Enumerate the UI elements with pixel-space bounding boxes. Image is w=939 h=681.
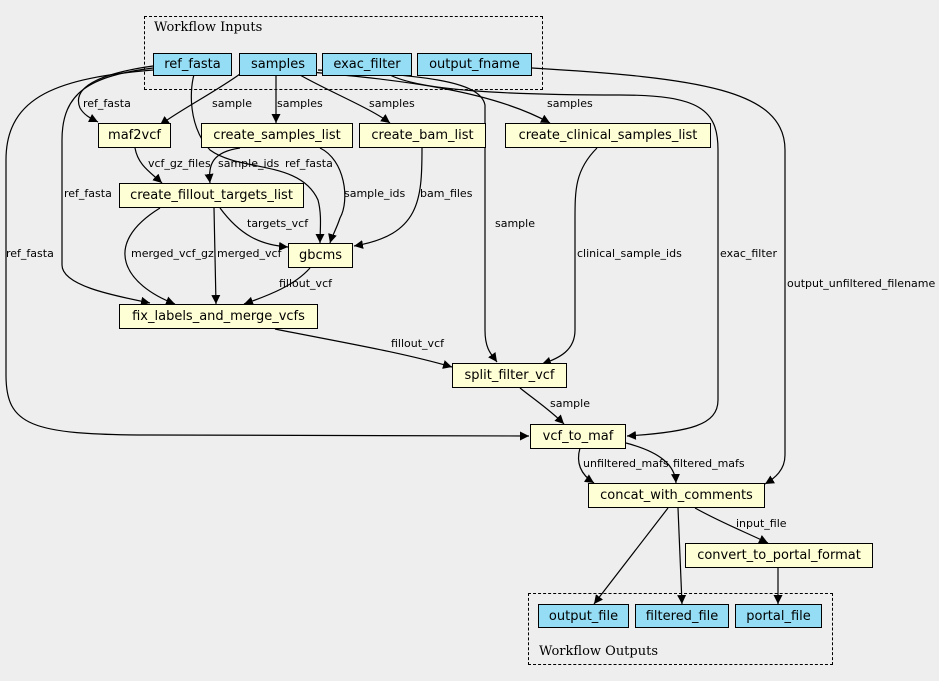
edge-gbcms-fix bbox=[243, 267, 311, 306]
edge-label: clinical_sample_ids bbox=[577, 247, 682, 260]
edge-fix-split bbox=[274, 328, 453, 369]
output-portal-file[interactable]: portal_file bbox=[735, 604, 822, 628]
edge-label: merged_vcf bbox=[217, 247, 282, 260]
step-vcf-to-maf[interactable]: vcf_to_maf bbox=[530, 424, 626, 449]
step-create-fillout-targets-list[interactable]: create_fillout_targets_list bbox=[119, 183, 304, 208]
step-split-filter-vcf[interactable]: split_filter_vcf bbox=[452, 363, 567, 388]
edge-label: sample bbox=[550, 397, 590, 410]
edge-clinical-split bbox=[541, 147, 598, 366]
step-create-bam-list[interactable]: create_bam_list bbox=[359, 123, 486, 148]
input-output-fname[interactable]: output_fname bbox=[417, 53, 532, 76]
edge-fillout-fix-vcf bbox=[211, 207, 221, 305]
edge-concat-convert bbox=[694, 507, 769, 544]
edge-label: input_file bbox=[736, 517, 787, 530]
step-convert-to-portal-format[interactable]: convert_to_portal_format bbox=[685, 543, 873, 568]
edge-label: samples bbox=[369, 97, 415, 110]
input-exac-filter[interactable]: exac_filter bbox=[322, 53, 412, 76]
output-output-file[interactable]: output_file bbox=[538, 604, 629, 628]
edge-label: fillout_vcf bbox=[279, 277, 332, 290]
edge-label: sample bbox=[212, 97, 252, 110]
edge-label: vcf_gz_files bbox=[148, 157, 211, 170]
edge-label: targets_vcf bbox=[247, 217, 309, 230]
workflow-outputs-cluster bbox=[528, 593, 833, 665]
workflow-inputs-title: Workflow Inputs bbox=[154, 20, 263, 35]
workflow-outputs-title: Workflow Outputs bbox=[539, 644, 658, 659]
edge-label: ref_fasta bbox=[6, 247, 54, 260]
edge-label: unfiltered_mafs bbox=[583, 457, 669, 470]
edge-fillout-gbcms bbox=[219, 207, 289, 251]
edge-label: bam_files bbox=[420, 187, 473, 200]
edge-label: samples bbox=[277, 97, 323, 110]
edge-label: ref_fasta bbox=[64, 187, 112, 200]
edge-label: sample_ids bbox=[344, 187, 406, 200]
edge-ref-fasta-vcf-to-maf bbox=[5, 69, 530, 441]
edge-maf2vcf-fillout bbox=[134, 147, 163, 184]
edge-ref-fasta-fix bbox=[61, 67, 154, 306]
edge-create-samples-list-gbcms bbox=[319, 147, 346, 244]
step-maf2vcf[interactable]: maf2vcf bbox=[98, 123, 171, 148]
edge-samples-create-bam-list bbox=[299, 74, 391, 124]
step-create-samples-list[interactable]: create_samples_list bbox=[201, 123, 353, 148]
edge-label: exac_filter bbox=[720, 247, 777, 260]
edge-create-samples-list-fillout bbox=[204, 147, 241, 184]
edge-exac-vcf-to-maf bbox=[389, 74, 719, 440]
edge-split-vcf-to-maf bbox=[519, 387, 565, 425]
edge-ref-fasta-gbcms bbox=[190, 59, 325, 244]
edge-samples-maf2vcf bbox=[159, 73, 241, 126]
output-filtered-file[interactable]: filtered_file bbox=[635, 604, 729, 628]
step-create-clinical-samples-list[interactable]: create_clinical_samples_list bbox=[505, 123, 711, 148]
edge-fillout-fix-gz bbox=[124, 207, 176, 306]
step-gbcms[interactable]: gbcms bbox=[288, 243, 353, 268]
edge-label: sample_ids bbox=[218, 157, 280, 170]
edge-concat-output-file bbox=[593, 507, 669, 605]
edge-ref-fasta-maf2vcf bbox=[77, 65, 154, 123]
edge-vcf-to-maf-concat-filtered bbox=[625, 442, 680, 484]
edge-label: filtered_mafs bbox=[673, 457, 745, 470]
edge-output-fname-concat bbox=[531, 67, 786, 485]
edge-vcf-to-maf-concat-unfiltered bbox=[577, 447, 595, 484]
edge-label: fillout_vcf bbox=[391, 337, 444, 350]
edge-concat-filtered-file bbox=[677, 507, 687, 605]
edge-samples-split bbox=[317, 69, 498, 363]
step-concat-with-comments[interactable]: concat_with_comments bbox=[588, 483, 765, 508]
edge-create-bam-list-gbcms bbox=[353, 147, 423, 249]
edge-label: sample bbox=[495, 217, 535, 230]
workflow-inputs-cluster bbox=[144, 16, 543, 90]
edge-label: samples bbox=[547, 97, 593, 110]
step-fix-labels-and-merge-vcfs[interactable]: fix_labels_and_merge_vcfs bbox=[119, 304, 318, 329]
edge-label: ref_fasta bbox=[285, 157, 333, 170]
edge-label: ref_fasta bbox=[83, 97, 131, 110]
input-ref-fasta[interactable]: ref_fasta bbox=[153, 53, 232, 76]
edge-label: output_unfiltered_filename bbox=[787, 277, 936, 290]
input-samples[interactable]: samples bbox=[239, 53, 317, 76]
edge-label: merged_vcf_gz bbox=[131, 247, 214, 260]
